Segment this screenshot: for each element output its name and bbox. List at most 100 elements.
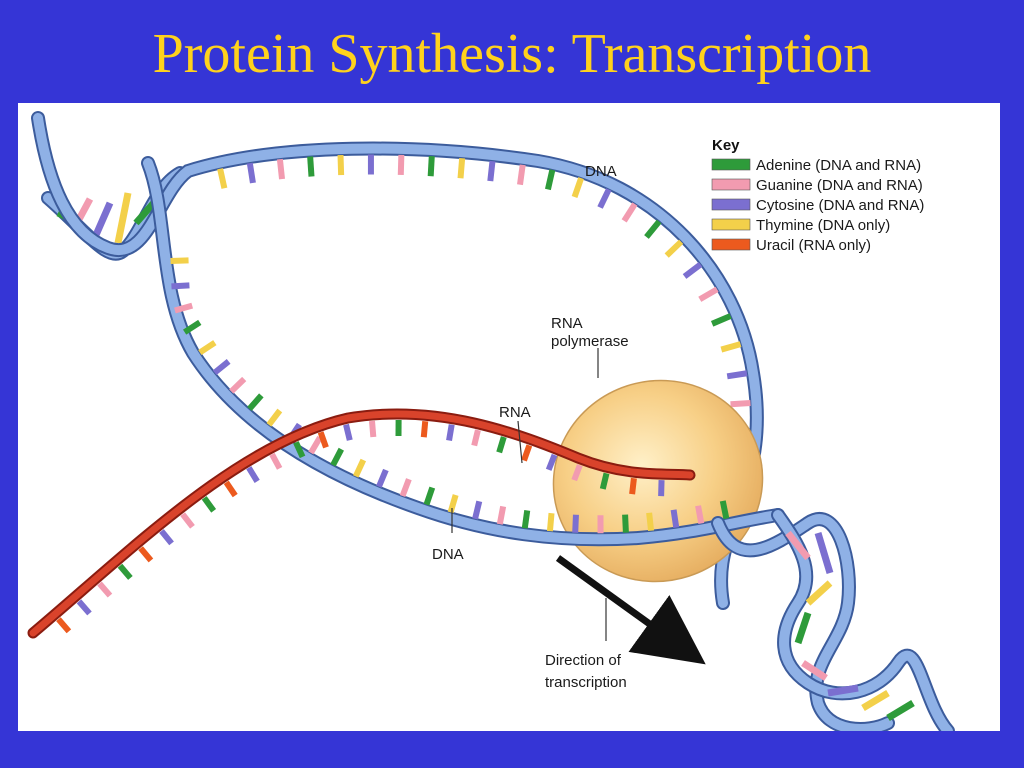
base (353, 458, 367, 478)
direction-label-line2: transcription (545, 674, 627, 691)
base (223, 480, 238, 498)
base (472, 500, 483, 520)
base (293, 441, 306, 459)
base (246, 466, 260, 483)
key-swatch-1 (711, 178, 751, 191)
base (307, 156, 315, 177)
base (308, 435, 323, 455)
top-dna-bases (217, 154, 751, 495)
base (720, 341, 742, 353)
base (521, 510, 531, 529)
key-item-label-1: Guanine (DNA and RNA) (756, 177, 923, 194)
base (276, 158, 286, 180)
base-pair (794, 611, 812, 645)
right-helix-base-pairs (785, 530, 915, 722)
base-pair (814, 531, 834, 575)
base (246, 162, 256, 184)
key-item-label-3: Thymine (DNA only) (756, 217, 890, 234)
base-pair (827, 684, 859, 697)
template-dna-bases (170, 257, 730, 534)
transcription-diagram: DNA RNA polymerase RNA DNA Direction of … (18, 103, 1000, 731)
base (229, 376, 247, 394)
key-swatch-4 (711, 238, 751, 251)
base (457, 158, 466, 179)
base (545, 453, 558, 471)
base (330, 447, 344, 467)
base (521, 444, 533, 462)
base (447, 494, 459, 514)
base (719, 500, 730, 520)
base (446, 424, 455, 441)
direction-label-line1: Direction of (545, 652, 622, 669)
dna-top-label: DNA (585, 163, 617, 180)
base (266, 408, 283, 427)
base (546, 512, 555, 532)
base (337, 154, 345, 176)
base (56, 617, 72, 634)
base (170, 257, 189, 264)
base (646, 512, 655, 532)
base (171, 282, 190, 290)
key-item-label-0: Adenine (DNA and RNA) (756, 157, 921, 174)
base (212, 359, 231, 376)
base (159, 529, 174, 546)
base (517, 164, 526, 186)
base (269, 452, 283, 470)
rna-label: RNA (499, 404, 531, 421)
base (496, 505, 507, 525)
base (545, 169, 556, 191)
key-legend: Key Adenine (DNA and RNA) Guanine (DNA an… (711, 137, 924, 254)
key-swatch-0 (711, 158, 751, 171)
base (138, 546, 154, 563)
base (730, 400, 751, 408)
base-pair (785, 530, 811, 561)
base (629, 477, 637, 495)
polymerase-label-line1: RNA (551, 315, 583, 332)
base (97, 581, 113, 598)
polymerase-label-line2: polymerase (551, 333, 629, 350)
rna-bases (56, 419, 665, 634)
diagram-canvas: DNA RNA polymerase RNA DNA Direction of … (27, 111, 955, 731)
base (571, 177, 584, 198)
base (644, 219, 662, 239)
base (183, 319, 202, 335)
base (710, 313, 732, 327)
base (343, 423, 353, 441)
base (487, 160, 496, 182)
base (571, 464, 583, 482)
base (597, 188, 612, 209)
base (572, 514, 579, 533)
base-pair (805, 580, 833, 606)
key-item-label-4: Uracil (RNA only) (756, 237, 871, 254)
base (670, 509, 680, 529)
key-swatch-2 (711, 198, 751, 211)
base (369, 420, 377, 438)
rna-leader-line (517, 420, 523, 464)
base (174, 302, 194, 314)
base (397, 154, 405, 176)
base (247, 393, 264, 411)
base (496, 436, 507, 454)
base (423, 486, 436, 506)
base (420, 420, 429, 438)
base (682, 262, 703, 279)
base (471, 429, 481, 447)
base (198, 340, 217, 356)
base (427, 156, 435, 177)
base-pair (861, 689, 890, 712)
base (76, 599, 92, 616)
base (201, 496, 217, 513)
base (117, 563, 133, 580)
base (217, 168, 228, 189)
base (621, 202, 638, 223)
key-title: Key (712, 137, 740, 154)
key-item-label-2: Cytosine (DNA and RNA) (756, 197, 924, 214)
base (317, 431, 329, 449)
dna-bottom-label: DNA (432, 546, 464, 563)
base (399, 478, 412, 498)
base-pair (114, 192, 132, 244)
slide-title: Protein Synthesis: Transcription (152, 23, 872, 85)
base (180, 512, 195, 529)
base-pair (801, 660, 828, 681)
base (599, 472, 610, 490)
